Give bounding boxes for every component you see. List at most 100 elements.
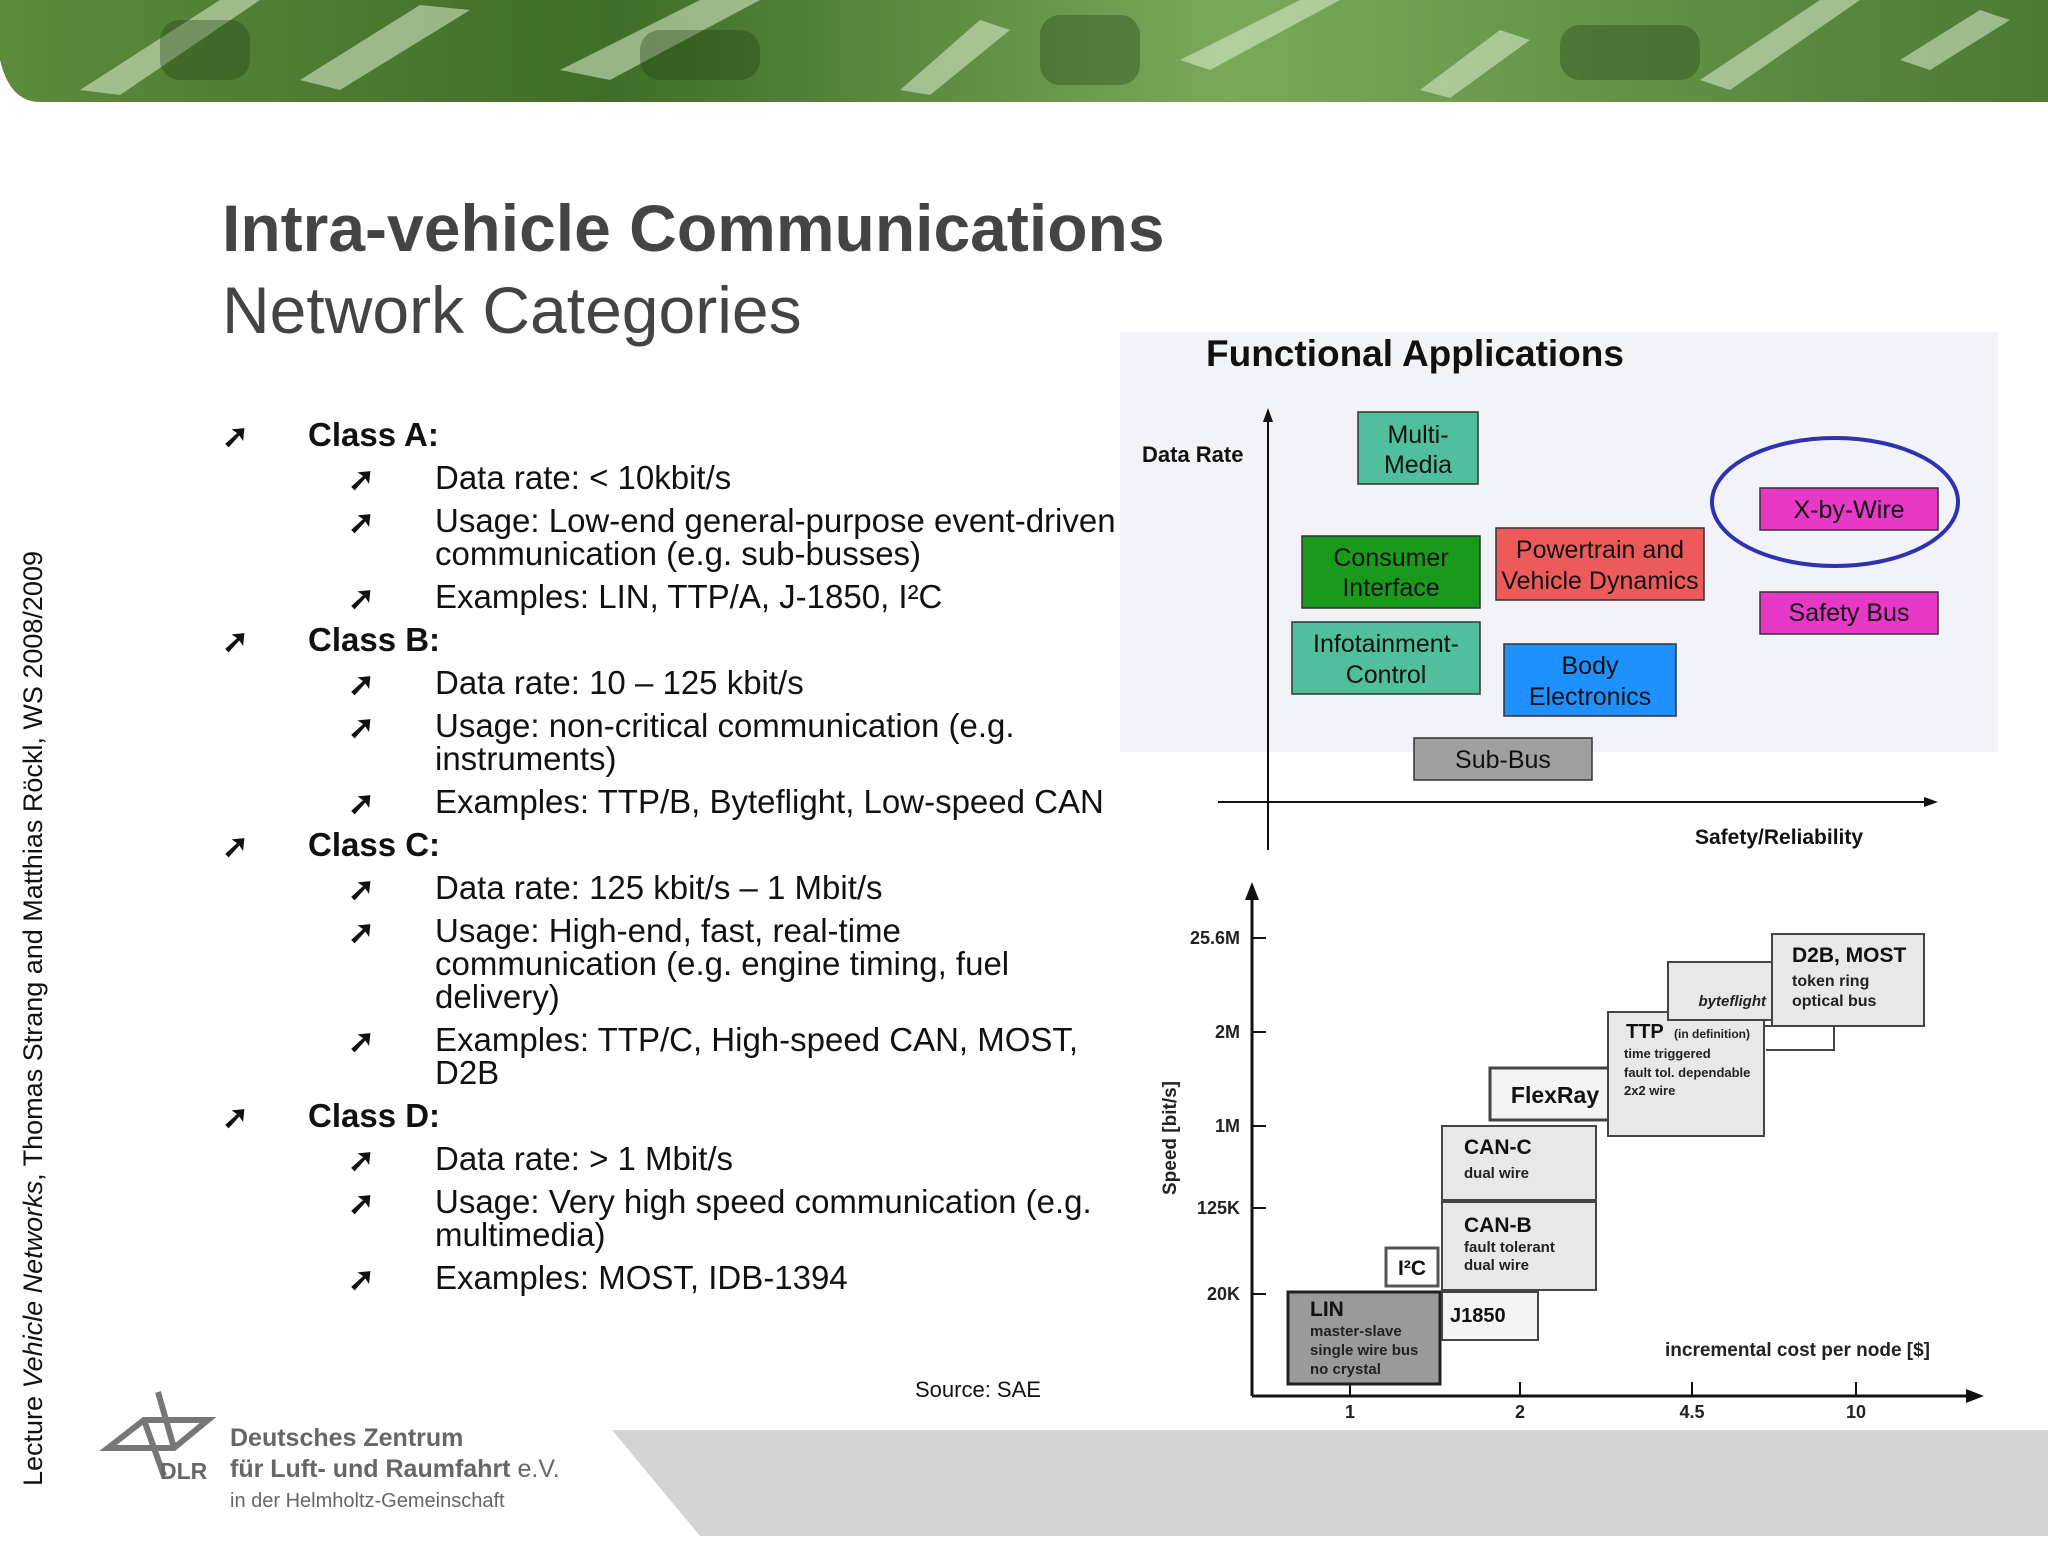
dlr-line3: in der Helmholtz-Gemeinschaft bbox=[230, 1490, 505, 1512]
y-tick-label: 125K bbox=[1197, 1198, 1240, 1218]
x-tick-label: 10 bbox=[1846, 1402, 1866, 1422]
bullet-text: Examples: TTP/C, High-speed CAN, MOST, D… bbox=[435, 1021, 1079, 1091]
speed-x-label: incremental cost per node [$] bbox=[1665, 1340, 1930, 1361]
bullet-item: ➚ Class A: bbox=[222, 416, 1122, 454]
bullet-text: Examples: TTP/B, Byteflight, Low-speed C… bbox=[435, 783, 1104, 820]
bullet-item: ➚Examples: TTP/B, Byteflight, Low-speed … bbox=[222, 783, 1122, 820]
box-canb-line: fault tolerant bbox=[1464, 1239, 1555, 1256]
bullet-item: ➚Class B: bbox=[222, 621, 1122, 658]
speed-x-ticks: 1 2 4.5 10 bbox=[1345, 1382, 1866, 1422]
bullet-text: Class D: bbox=[308, 1097, 441, 1134]
dlr-line2: für Luft- und Raumfahrt bbox=[230, 1455, 511, 1483]
box-i2c bbox=[1384, 1246, 1440, 1288]
box-sub-bus bbox=[1413, 737, 1593, 781]
dlr-line2-suffix: e.V. bbox=[517, 1455, 560, 1483]
box-can-c bbox=[1441, 1125, 1597, 1201]
speed-y-arrow-icon bbox=[1245, 882, 1259, 900]
box-lin-title: LIN bbox=[1310, 1298, 1344, 1321]
arrow-bullet-icon: ➚ bbox=[348, 914, 375, 950]
box-powertrain-line2: Vehicle Dynamics bbox=[1501, 567, 1698, 595]
bullet-item: ➚Usage: non-critical communication (e.g.… bbox=[222, 709, 1122, 775]
box-j1850 bbox=[1441, 1291, 1539, 1341]
box-ttp-line: time triggered bbox=[1624, 1046, 1711, 1061]
box-body-electronics bbox=[1503, 643, 1677, 717]
bullet-text: Usage: non-critical communication (e.g. … bbox=[435, 707, 1015, 777]
bullet-item: ➚Examples: MOST, IDB-1394 bbox=[222, 1261, 1122, 1297]
box-lin-line: single wire bus bbox=[1310, 1342, 1418, 1359]
bullet-text: Data rate: 125 kbit/s – 1 Mbit/s bbox=[435, 869, 883, 906]
dlr-emblem-icon bbox=[99, 1391, 217, 1478]
bullet-item: ➚ Examples: TTP/C, High-speed CAN, MOST, … bbox=[222, 1023, 1122, 1089]
box-canc-title: CAN-C bbox=[1464, 1136, 1532, 1159]
box-x-by-wire bbox=[1759, 487, 1939, 531]
x-axis-arrow-icon bbox=[1924, 797, 1938, 807]
arrow-bullet-icon: ➚ bbox=[348, 461, 375, 497]
dlr-abbr: DLR bbox=[160, 1458, 208, 1484]
dlr-logo-text: Deutsches Zentrum für Luft- und Raumfahr… bbox=[230, 1424, 560, 1513]
speed-y-label: Speed [bit/s] bbox=[1160, 1081, 1181, 1195]
box-d2b-most bbox=[1771, 933, 1925, 1027]
dlr-logo bbox=[99, 1386, 217, 1487]
box-powertrain bbox=[1495, 527, 1705, 601]
box-flexray-label: FlexRay bbox=[1511, 1082, 1599, 1108]
arrow-bullet-icon: ➚ bbox=[222, 418, 249, 454]
box-powertrain-line1: Powertrain and bbox=[1516, 536, 1684, 564]
bullet-text: Class B: bbox=[308, 621, 441, 658]
box-lin-line: no crystal bbox=[1310, 1361, 1381, 1378]
bullet-text: Class C: bbox=[308, 826, 441, 863]
bullet-item: ➚ Data rate: < 10kbit/s bbox=[222, 459, 1122, 497]
bullet-text: Usage: High-end, fast, real-time communi… bbox=[435, 912, 1010, 1015]
bullet-text: Examples: LIN, TTP/A, J-1850, I²C bbox=[435, 578, 943, 615]
box-d2b-title: D2B, MOST bbox=[1792, 944, 1907, 967]
box-multimedia-line2: Media bbox=[1384, 451, 1452, 479]
box-safety-label: Safety Bus bbox=[1789, 599, 1910, 627]
bullet-item: ➚ Examples: LIN, TTP/A, J-1850, I²C bbox=[222, 578, 1122, 616]
box-j1850-label: J1850 bbox=[1450, 1305, 1506, 1327]
bullet-item: ➚ Class C: bbox=[222, 826, 1122, 864]
box-multimedia-line1: Multi- bbox=[1387, 421, 1448, 449]
box-ttp-title: TTP bbox=[1626, 1021, 1664, 1043]
arrow-bullet-icon: ➚ bbox=[348, 580, 375, 616]
bullet-text: Data rate: < 10kbit/s bbox=[435, 459, 732, 496]
dlr-line2-wrap: für Luft- und Raumfahrt e.V. bbox=[230, 1455, 560, 1484]
x-tick-label: 2 bbox=[1515, 1402, 1525, 1422]
arrow-bullet-icon: ➚ bbox=[222, 828, 249, 864]
box-flexray bbox=[1488, 1066, 1622, 1122]
box-ttp-line: fault tol. dependable bbox=[1624, 1065, 1750, 1080]
bullet-text: Usage: Very high speed communication (e.… bbox=[435, 1183, 1092, 1253]
bullet-text: Class A: bbox=[308, 416, 439, 453]
x-tick-label: 1 bbox=[1345, 1402, 1355, 1422]
box-body-line2: Electronics bbox=[1529, 683, 1651, 711]
arrow-bullet-icon: ➚ bbox=[348, 1023, 375, 1059]
slide-title: Intra-vehicle Communications bbox=[222, 191, 1165, 265]
bullet-item: ➚Data rate: > 1 Mbit/s bbox=[222, 1142, 1122, 1177]
arrow-bullet-icon: ➚ bbox=[348, 1261, 375, 1297]
bullet-item: ➚ Class D: bbox=[222, 1097, 1122, 1135]
box-ttp bbox=[1607, 1011, 1765, 1137]
arrow-bullet-icon: ➚ bbox=[222, 1099, 249, 1135]
speed-x-arrow-icon bbox=[1966, 1389, 1984, 1403]
bullet-item: ➚Usage: Low-end general-purpose event-dr… bbox=[222, 504, 1122, 570]
box-consumer-line2: Interface bbox=[1342, 574, 1439, 602]
box-d2b-line: token ring bbox=[1792, 973, 1869, 990]
slide-subtitle: Network Categories bbox=[222, 273, 802, 347]
box-ttp-line: 2x2 wire bbox=[1624, 1083, 1675, 1098]
lecture-credit-suffix: , Thomas Strang and Matthias Röckl, WS 2… bbox=[18, 551, 48, 1181]
functional-title: Functional Applications bbox=[1206, 333, 1624, 374]
box-consumer-line1: Consumer bbox=[1333, 544, 1448, 572]
x-tick-label: 4.5 bbox=[1679, 1402, 1704, 1422]
bullet-item: ➚ Usage: High-end, fast, real-time commun… bbox=[222, 914, 1122, 1013]
dlr-line1: Deutsches Zentrum bbox=[230, 1424, 464, 1452]
box-subbus-label: Sub-Bus bbox=[1455, 746, 1551, 774]
speed-y-ticks: 25.6M 2M 1M 125K 20K bbox=[1190, 928, 1266, 1304]
box-canc-line: dual wire bbox=[1464, 1165, 1529, 1182]
lecture-credit: Lecture Vehicle Networks, Thomas Strang … bbox=[18, 551, 49, 1486]
bullet-text: Data rate: 10 – 125 kbit/s bbox=[435, 664, 804, 701]
box-body-line1: Body bbox=[1562, 652, 1619, 680]
box-byteflight-label: byteflight bbox=[1699, 993, 1767, 1010]
arrow-bullet-icon: ➚ bbox=[348, 1185, 375, 1221]
arrow-bullet-icon: ➚ bbox=[348, 504, 375, 540]
box-can-b bbox=[1441, 1201, 1597, 1291]
lecture-credit-course: Vehicle Networks bbox=[18, 1180, 48, 1389]
xbywire-highlight-ellipse bbox=[1710, 436, 1960, 568]
